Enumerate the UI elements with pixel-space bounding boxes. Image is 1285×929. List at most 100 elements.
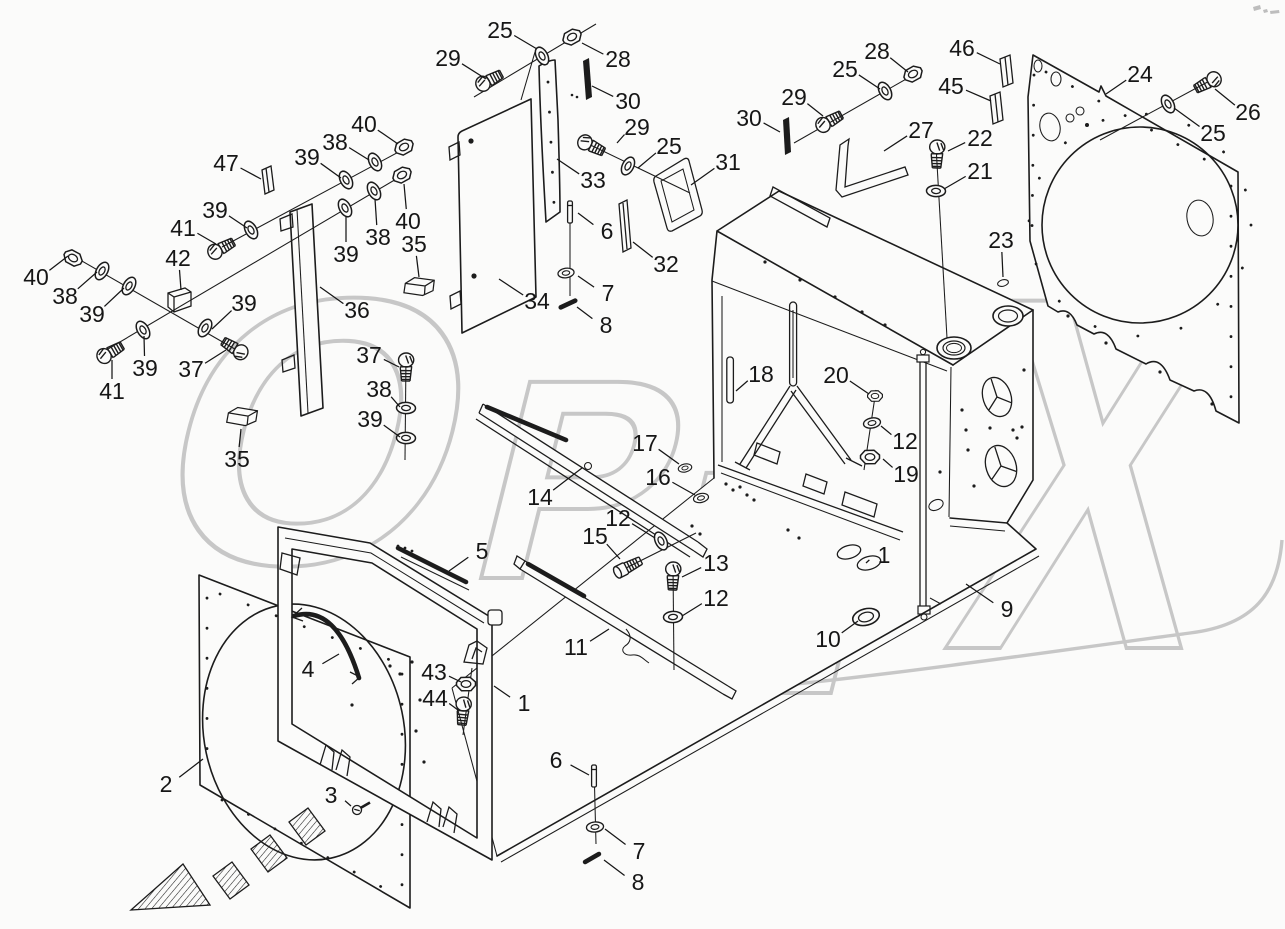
leader-line <box>849 380 870 395</box>
part-number-label: 4 <box>302 656 315 682</box>
washer-icon <box>556 266 576 280</box>
part-number-label: 39 <box>202 197 228 223</box>
leader-line <box>570 764 590 776</box>
leader-line <box>603 859 625 876</box>
leader-line <box>374 198 378 226</box>
leader-line <box>577 275 595 288</box>
washer-icon <box>132 318 154 342</box>
leader-line <box>763 122 781 133</box>
leader-line <box>976 52 1001 65</box>
cover-pad-31 <box>653 157 703 232</box>
leader-line <box>204 349 227 364</box>
fan-opening <box>1041 126 1239 324</box>
washer-icon <box>874 79 896 103</box>
part-number-label: 22 <box>967 125 993 151</box>
part-number-label: 7 <box>633 838 646 864</box>
part-number-label: 21 <box>967 158 993 184</box>
leader-line <box>383 424 401 438</box>
leader-line <box>48 255 69 271</box>
fan-cutout <box>201 603 407 861</box>
leader-line <box>658 448 680 465</box>
pin-icon <box>590 764 598 788</box>
part-number-label: 42 <box>165 245 191 271</box>
leader-line <box>591 85 614 97</box>
leader-line <box>556 158 580 175</box>
bolt-icon <box>93 338 127 367</box>
part-number-label: 39 <box>79 301 105 327</box>
part-number-label: 28 <box>864 38 890 64</box>
washer-icon <box>118 274 140 298</box>
leader-line <box>690 167 715 186</box>
part-number-label: 32 <box>653 251 679 277</box>
part-number-label: 45 <box>938 73 964 99</box>
part-number-label: 3 <box>325 782 338 808</box>
leader-line <box>448 675 462 683</box>
part-number-label: 36 <box>344 297 370 323</box>
screw-icon <box>351 801 371 816</box>
part-number-label: 39 <box>333 241 359 267</box>
leader-line <box>344 800 352 807</box>
leader-line <box>320 162 342 179</box>
part-number-label: 39 <box>357 406 383 432</box>
part-number-label: 25 <box>487 17 513 43</box>
leader-line <box>589 628 610 642</box>
leader-line <box>865 559 870 564</box>
upper-left-parts <box>167 54 1014 429</box>
part-number-label: 29 <box>624 114 650 140</box>
part-number-label: 12 <box>892 428 918 454</box>
part-number-label: 30 <box>615 88 641 114</box>
part-number-label: 33 <box>580 167 606 193</box>
part-number-label: 9 <box>1001 596 1014 622</box>
hose-hole <box>984 444 1018 488</box>
leader-line <box>1214 88 1236 106</box>
bolt-icon <box>928 139 946 169</box>
part-number-label: 19 <box>893 461 919 487</box>
part-number-label: 35 <box>401 231 427 257</box>
leader-line <box>498 278 524 296</box>
part-number-label: 38 <box>366 376 392 402</box>
part-number-label: 1 <box>518 690 531 716</box>
side-panel-34 <box>457 98 537 334</box>
leader-line <box>882 458 894 468</box>
leader-line <box>681 603 703 617</box>
part-number-label: 18 <box>748 361 774 387</box>
part-number-label: 29 <box>781 84 807 110</box>
filler-neck <box>936 336 972 360</box>
frame-foot <box>319 743 351 777</box>
part-number-label: 31 <box>715 149 741 175</box>
seal-strip-30b <box>783 117 791 155</box>
part-number-label: 14 <box>527 484 553 510</box>
leader-line <box>103 287 125 307</box>
seal-arc-4 <box>291 611 362 681</box>
leader-line <box>552 467 583 491</box>
plug-hole-23 <box>997 279 1009 287</box>
latch-bracket <box>463 640 488 665</box>
leader-line <box>493 685 511 698</box>
leader-line <box>581 42 604 55</box>
leader-line <box>965 89 992 102</box>
nut-icon <box>859 449 881 465</box>
part-number-label: 10 <box>815 626 841 652</box>
part-number-label: 26 <box>1235 99 1261 125</box>
part-number-label: 40 <box>395 208 421 234</box>
filler-neck <box>992 305 1024 327</box>
leader-line <box>377 129 399 145</box>
leader-line <box>889 57 909 73</box>
leader-line <box>604 828 626 845</box>
leader-line <box>448 703 459 711</box>
part-number-label: 34 <box>524 288 550 314</box>
part-number-label: 35 <box>224 446 250 472</box>
leader-line <box>211 310 233 330</box>
leader-line <box>448 556 469 572</box>
strip-32 <box>618 198 632 254</box>
washer-icon <box>335 168 357 192</box>
leader-line <box>1105 79 1127 95</box>
leader-line <box>880 425 892 436</box>
washer-icon <box>585 820 605 834</box>
part-number-label: 38 <box>322 129 348 155</box>
part-number-label: 8 <box>632 869 645 895</box>
bolt-icon <box>472 66 506 95</box>
part-number-label: 24 <box>1127 61 1153 87</box>
part-number-label: 41 <box>99 378 125 404</box>
